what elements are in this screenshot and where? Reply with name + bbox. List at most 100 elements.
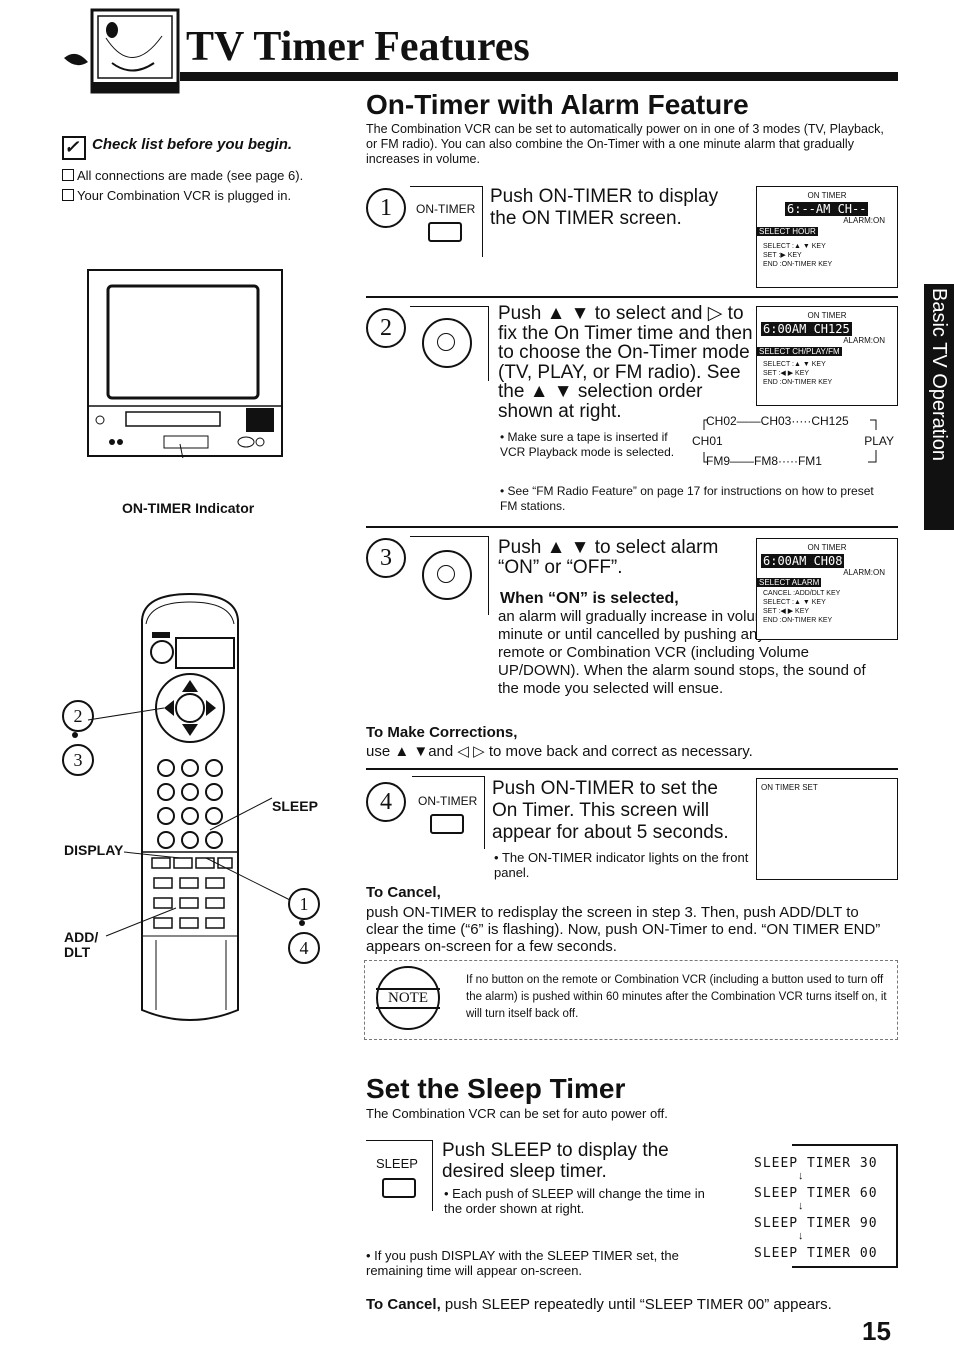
step-2-bullet: • See “FM Radio Feature” on page 17 for … <box>500 484 874 513</box>
section-title-on-timer: On-Timer with Alarm Feature <box>366 89 749 120</box>
screen-bar: SELECT HOUR <box>757 227 818 236</box>
side-tab: Basic TV Operation <box>924 284 954 530</box>
checklist-item: All connections are made (see page 6). <box>77 168 304 183</box>
sleep-button-frame <box>366 1140 433 1211</box>
remote-illustration <box>130 590 250 1030</box>
sleep-sequence-item: SLEEP TIMER 00 <box>754 1246 878 1261</box>
when-on-text: an alarm will gradually increase in volu… <box>498 608 866 697</box>
sleep-cancel-text: push SLEEP repeatedly until “SLEEP TIMER… <box>444 1296 832 1313</box>
remote-step-4-marker: 4 <box>288 932 320 964</box>
step-2-number: 2 <box>366 308 406 348</box>
step-4-bullet: • The ON-TIMER indicator lights on the f… <box>494 850 749 880</box>
corrections-heading: To Make Corrections, <box>366 724 518 741</box>
order-right: PLAY <box>864 434 894 448</box>
sleep-sequence-item: SLEEP TIMER 60 <box>754 1186 878 1201</box>
step-2-bullet: • Make sure a tape is inserted if VCR Pl… <box>500 430 675 459</box>
screen-line: ON TIMER <box>807 191 847 200</box>
bullet-text: If you push DISPLAY with the SLEEP TIMER… <box>366 1248 679 1278</box>
screen-line: ON TIMER <box>807 311 847 320</box>
sleep-button-label: SLEEP <box>376 1156 418 1171</box>
page-number: 15 <box>862 1316 891 1346</box>
header-icon <box>62 8 180 100</box>
sleep-label: SLEEP <box>272 798 318 814</box>
bullet-text: Make sure a tape is inserted if VCR Play… <box>500 430 675 459</box>
screen-key: END :ON-TIMER KEY <box>763 261 833 268</box>
screen-line: ON TIMER SET <box>761 783 818 792</box>
step-4-screen: ON TIMER SET <box>756 778 898 880</box>
screen-key: SELECT :▲ ▼ KEY <box>763 599 826 606</box>
on-timer-button-label: ON-TIMER <box>418 794 478 808</box>
step-1-text: Push ON-TIMER to display the ON TIMER sc… <box>490 186 719 229</box>
sleep-sequence: SLEEP TIMER 30 ↓ SLEEP TIMER 60 ↓ SLEEP … <box>752 1144 898 1268</box>
dpad-icon[interactable] <box>422 550 472 600</box>
tv-illustration <box>86 268 286 499</box>
screen-key: SELECT :▲ ▼ KEY <box>763 243 826 250</box>
title-rule <box>180 72 898 81</box>
remote-step-3-marker: 3 <box>62 744 94 776</box>
note-text: If no button on the remote or Combinatio… <box>466 974 887 1020</box>
arrow-down-icon: ↓ <box>798 1170 804 1182</box>
screen-time: 6:--AM CH-- <box>785 202 869 216</box>
on-timer-button[interactable] <box>430 814 464 834</box>
dpad-icon[interactable] <box>422 318 472 368</box>
screen-alarm: ALARM:ON <box>843 336 885 345</box>
sleep-cancel: To Cancel, push SLEEP repeatedly until “… <box>366 1296 832 1313</box>
checkbox-icon <box>62 189 74 201</box>
screen-time: 6:00AM CH125 <box>761 322 852 336</box>
dpad-frame <box>410 306 489 381</box>
arrow-down-icon: ↓ <box>798 1200 804 1212</box>
screen-key: END :ON-TIMER KEY <box>763 617 833 624</box>
dpad-frame <box>410 536 489 615</box>
note-box <box>364 960 898 1040</box>
step-2-screen: ON TIMER 6:00AM CH125 ALARM:ON SELECT CH… <box>756 306 898 406</box>
screen-key: SET :▶ KEY <box>763 252 802 259</box>
sleep-button[interactable] <box>382 1178 416 1198</box>
screen-key: SELECT :▲ ▼ KEY <box>763 361 826 368</box>
page-title: TV Timer Features <box>186 24 530 70</box>
order-row-bottom: FM9——FM8·····FM1 <box>706 454 822 468</box>
checklist-item: Your Combination VCR is plugged in. <box>77 188 292 203</box>
screen-key: CANCEL :ADD/DLT KEY <box>763 590 841 597</box>
on-timer-button-label: ON-TIMER <box>416 202 476 216</box>
screen-key: END :ON-TIMER KEY <box>763 379 833 386</box>
step-3-screen: ON TIMER 6:00AM CH08 ALARM:ON SELECT ALA… <box>756 538 898 640</box>
screen-alarm: ALARM:ON <box>843 568 885 577</box>
when-on-heading: When “ON” is selected, <box>500 590 679 607</box>
step-4-number: 4 <box>366 782 406 822</box>
screen-bar: SELECT ALARM <box>757 578 822 587</box>
sleep-sequence-item: SLEEP TIMER 90 <box>754 1216 878 1231</box>
screen-key: SET :◀ ▶ KEY <box>763 370 810 377</box>
sleep-intro: The Combination VCR can be set for auto … <box>366 1106 668 1121</box>
sleep-bullet: • Each push of SLEEP will change the tim… <box>444 1186 705 1216</box>
sleep-step-text: Push SLEEP to display the desired sleep … <box>442 1140 669 1182</box>
step-1-screen: ON TIMER 6:--AM CH-- ALARM:ON SELECT HOU… <box>756 186 898 288</box>
on-timer-button-frame <box>412 776 485 849</box>
mode-order-diagram: CH02——CH03·····CH125 CH01 PLAY FM9——FM8·… <box>690 414 898 470</box>
display-label: DISPLAY <box>64 842 124 858</box>
order-row-top: CH02——CH03·····CH125 <box>706 414 849 428</box>
checklist: ✓Check list before you begin. All connec… <box>62 136 352 204</box>
cancel-heading: To Cancel, <box>366 884 441 901</box>
remote-dot <box>72 732 78 738</box>
step-4-text: Push ON-TIMER to set the On Timer. This … <box>492 778 729 843</box>
checkbox-icon <box>62 169 74 181</box>
step-1-number: 1 <box>366 188 406 228</box>
checklist-heading: Check list before you begin. <box>92 136 293 153</box>
corrections-text: use ▲ ▼and ◁ ▷ to move back and correct … <box>366 743 753 760</box>
remote-step-1-marker: 1 <box>288 888 320 920</box>
arrow-down-icon: ↓ <box>798 1230 804 1242</box>
add-dlt-label: ADD/ DLT <box>64 929 99 960</box>
bullet-text: The ON-TIMER indicator lights on the fro… <box>494 850 749 880</box>
order-left: CH01 <box>692 434 723 448</box>
remote-leader-lines <box>87 707 291 937</box>
sequence-bottom-line <box>792 1266 896 1268</box>
sequence-top-line <box>792 1144 896 1146</box>
bullet-text: See “FM Radio Feature” on page 17 for in… <box>500 484 874 513</box>
screen-bar: SELECT CH/PLAY/FM <box>757 347 842 356</box>
bullet-text: Each push of SLEEP will change the time … <box>444 1186 705 1216</box>
note-icon <box>376 966 440 1030</box>
on-timer-button[interactable] <box>428 222 462 242</box>
side-tab-label: Basic TV Operation <box>928 288 950 462</box>
step-3-number: 3 <box>366 538 406 578</box>
remote-dot <box>299 920 305 926</box>
